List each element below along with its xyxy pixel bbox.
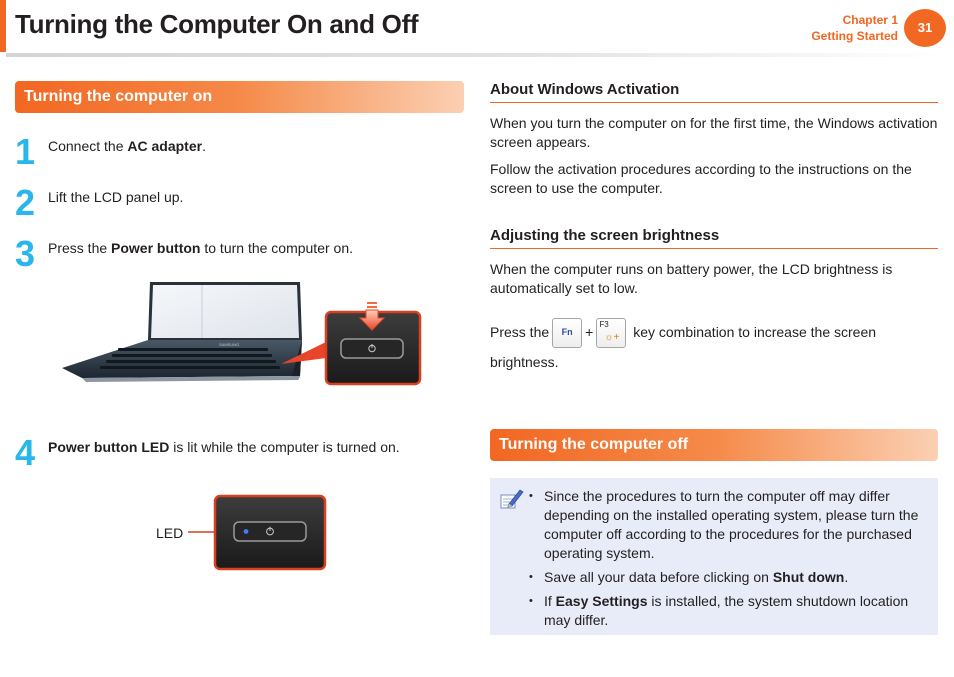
- note-box: Since the procedures to turn the compute…: [490, 478, 938, 635]
- sun-icon: ☼+: [604, 332, 620, 344]
- step-text-3: Press the Power button to turn the compu…: [48, 240, 353, 256]
- heading-windows-activation: About Windows Activation: [490, 80, 938, 103]
- chapter-label: Chapter 1 Getting Started: [811, 12, 898, 44]
- page-title: Turning the Computer On and Off: [15, 9, 419, 39]
- section-header-turning-on: Turning the computer on: [15, 81, 464, 113]
- section-header-turning-off: Turning the computer off: [490, 429, 938, 461]
- f3-brightness-key-icon: F3☼+: [596, 318, 627, 349]
- fn-key-icon: Fn: [552, 318, 583, 349]
- power-led-indicator: [243, 529, 249, 534]
- power-icon: [266, 526, 274, 536]
- led-label: LED: [156, 525, 184, 541]
- activation-paragraph-1: When you turn the computer on for the fi…: [490, 115, 938, 150]
- title-divider: [6, 53, 946, 57]
- laptop-brand-text: SAMSUNG: [219, 342, 239, 347]
- laptop-power-button-figure: SAMSUNG: [62, 282, 422, 386]
- power-led-figure: [188, 494, 327, 571]
- chapter-number: Chapter 1: [842, 13, 898, 27]
- activation-paragraph-2: Follow the activation procedures accordi…: [490, 161, 912, 196]
- power-icon: [368, 344, 376, 353]
- note-item-1: Since the procedures to turn the compute…: [528, 487, 928, 563]
- pencil-note-icon: [500, 489, 524, 509]
- chapter-subtitle: Getting Started: [811, 29, 898, 43]
- step-text-1: Connect the AC adapter.: [48, 138, 206, 154]
- header-accent-bar: [0, 0, 6, 52]
- note-item-2: Save all your data before clicking on Sh…: [528, 568, 928, 587]
- note-list: Since the procedures to turn the compute…: [528, 487, 928, 635]
- press-down-arrow-icon: [358, 302, 386, 331]
- heading-screen-brightness: Adjusting the screen brightness: [490, 226, 938, 249]
- step-number-3: 3: [15, 233, 36, 274]
- step-number-4: 4: [15, 432, 36, 473]
- page-number-badge: 31: [904, 9, 946, 47]
- step-number-1: 1: [15, 131, 36, 172]
- step-number-2: 2: [15, 182, 36, 223]
- step-text-4: Power button LED is lit while the comput…: [48, 439, 400, 455]
- brightness-paragraph-1: When the computer runs on battery power,…: [490, 261, 893, 296]
- note-item-3: If Easy Settings is installed, the syste…: [528, 592, 928, 630]
- step-text-2: Lift the LCD panel up.: [48, 189, 184, 205]
